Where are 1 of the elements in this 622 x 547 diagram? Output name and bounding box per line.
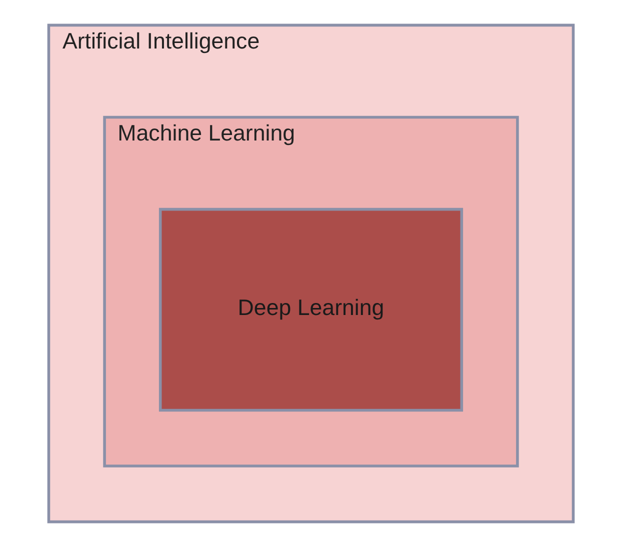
node-box: Deep Learning	[158, 208, 464, 412]
